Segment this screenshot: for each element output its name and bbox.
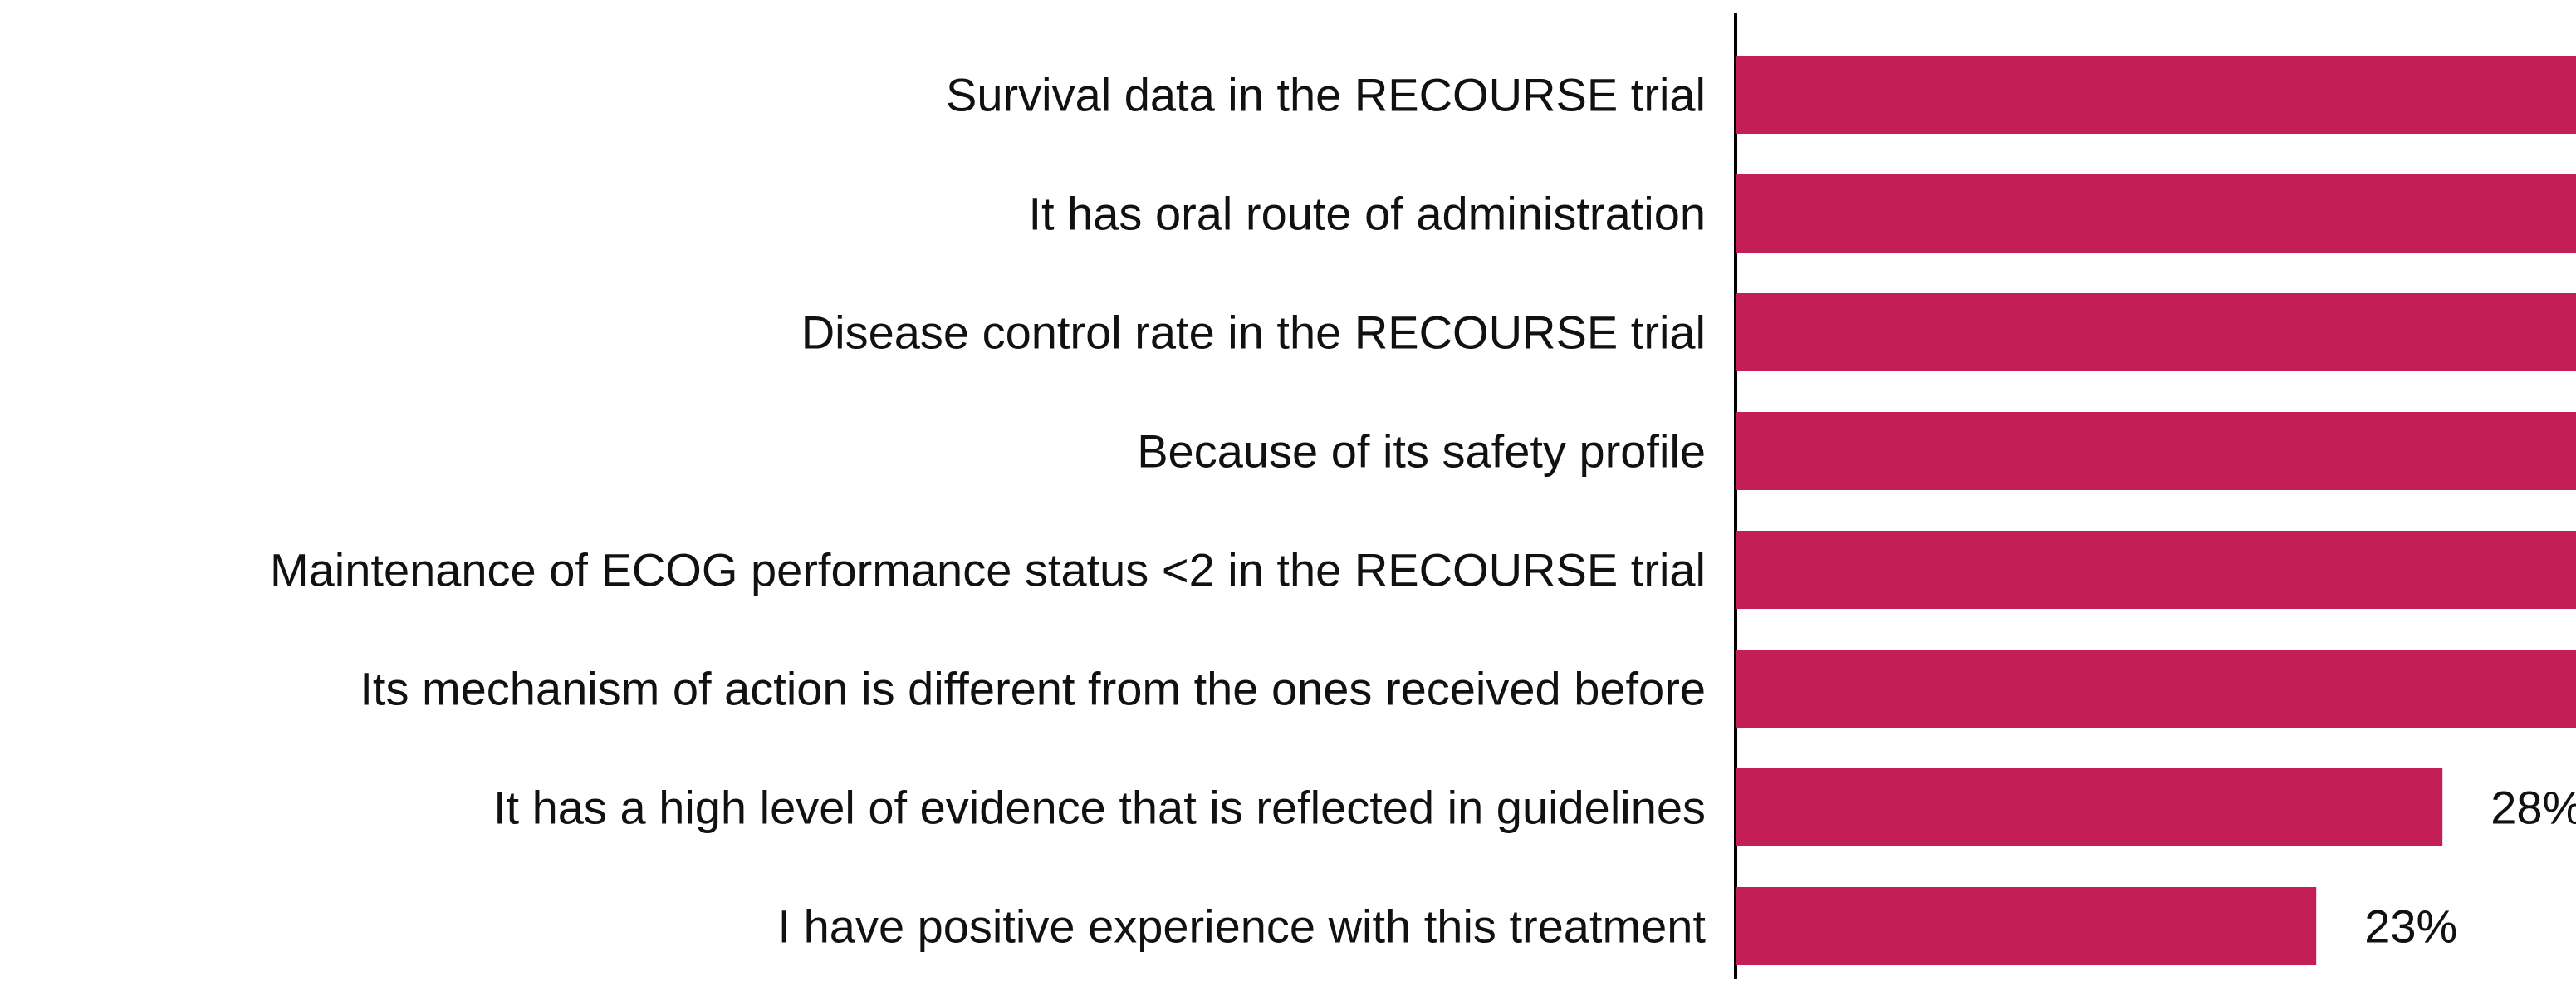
value-label-7: 28% xyxy=(2490,782,2576,834)
category-label-5: Maintenance of ECOG performance status <… xyxy=(270,544,1706,596)
category-label-7: It has a high level of evidence that is … xyxy=(493,782,1706,834)
bar-3 xyxy=(1736,293,2576,371)
category-label-2: It has oral route of administration xyxy=(1028,188,1706,240)
bar-4 xyxy=(1736,412,2576,490)
category-label-6: Its mechanism of action is different fro… xyxy=(360,663,1706,715)
bar-2 xyxy=(1736,174,2576,253)
bar-7 xyxy=(1736,768,2443,846)
category-labels: Survival data in the RECOURSE trial It ha… xyxy=(270,69,1706,953)
bars-group xyxy=(1736,56,2576,965)
category-label-8: I have positive experience with this tre… xyxy=(778,900,1707,953)
bar-5 xyxy=(1736,531,2576,609)
bar-6 xyxy=(1736,650,2576,728)
bar-1 xyxy=(1736,56,2576,134)
value-label-8: 23% xyxy=(2364,900,2457,953)
category-label-1: Survival data in the RECOURSE trial xyxy=(946,69,1706,121)
bar-8 xyxy=(1736,887,2317,965)
category-label-4: Because of its safety profile xyxy=(1137,425,1706,478)
category-label-3: Disease control rate in the RECOURSE tri… xyxy=(801,307,1706,359)
value-labels: 54%47%44%44%40%35%28%23% xyxy=(2364,782,2576,953)
